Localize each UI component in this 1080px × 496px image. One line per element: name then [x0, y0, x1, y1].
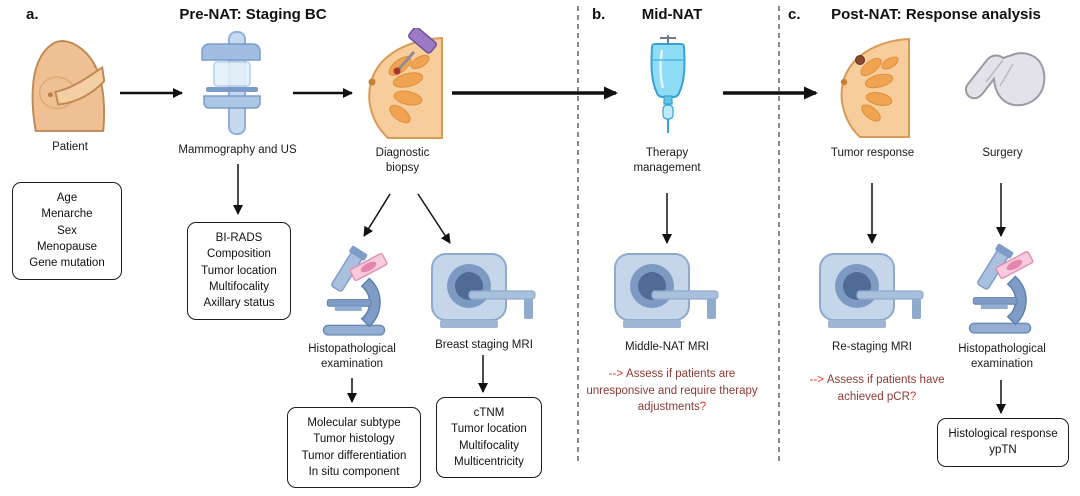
breast-staging-mri-label: Breast staging MRI — [435, 339, 533, 351]
microscope-icon-pre — [312, 242, 398, 338]
section-c-letter: c. — [788, 6, 801, 23]
restaging-mri-label: Re-staging MRI — [832, 341, 912, 353]
section-a-letter: a. — [26, 6, 39, 23]
mri-scanner-icon-staging — [428, 250, 540, 332]
patient-icon — [25, 36, 113, 134]
arrow-biopsy-to-histopathology — [363, 193, 391, 237]
therapy-label: Therapy management — [633, 147, 701, 174]
section-b-title: Mid-NAT — [641, 6, 703, 23]
iv-bag-icon — [638, 34, 698, 134]
surgery-label: Surgery — [982, 147, 1023, 159]
annotation-arrow: --> — [809, 374, 824, 386]
annotation-text: Assess if patients have achieved pCR — [826, 374, 945, 403]
breast-tumor-icon — [833, 33, 913, 139]
tumor-response-label: Tumor response — [830, 147, 915, 159]
section-a-title: Pre-NAT: Staging BC — [179, 6, 327, 23]
microscope-icon-post — [958, 240, 1044, 336]
middle-nat-mri-label: Middle-NAT MRI — [625, 341, 709, 353]
annotation-text: Assess if patients are unresponsive and … — [586, 368, 758, 414]
annotation-question-mark: ? — [699, 401, 707, 414]
post-nat-annotation: -->Assess if patients have achieved pCR? — [792, 372, 962, 405]
mri-scanner-icon-restaging — [816, 250, 928, 332]
histopathology-pre-label: Histopathological examination — [308, 343, 396, 370]
section-c-title: Post-NAT: Response analysis — [831, 6, 1041, 23]
annotation-arrow: --> — [608, 368, 624, 380]
mammography-label: Mammography and US — [178, 144, 297, 156]
mri-scanner-icon-mid — [611, 250, 723, 332]
biopsy-needle-breast-icon — [358, 28, 446, 140]
arrow-biopsy-to-mri — [417, 193, 451, 244]
histopathology-post-label: Histopathological examination — [958, 343, 1046, 370]
biopsy-label: Diagnostic biopsy — [375, 147, 430, 174]
surgical-hand-icon — [956, 48, 1046, 124]
mammography-machine-icon — [194, 30, 280, 136]
mid-nat-annotation: -->Assess if patients are unresponsive a… — [582, 366, 762, 416]
patient-label: Patient — [52, 141, 88, 153]
annotation-question-mark: ? — [909, 390, 917, 403]
section-b-letter: b. — [592, 6, 606, 23]
